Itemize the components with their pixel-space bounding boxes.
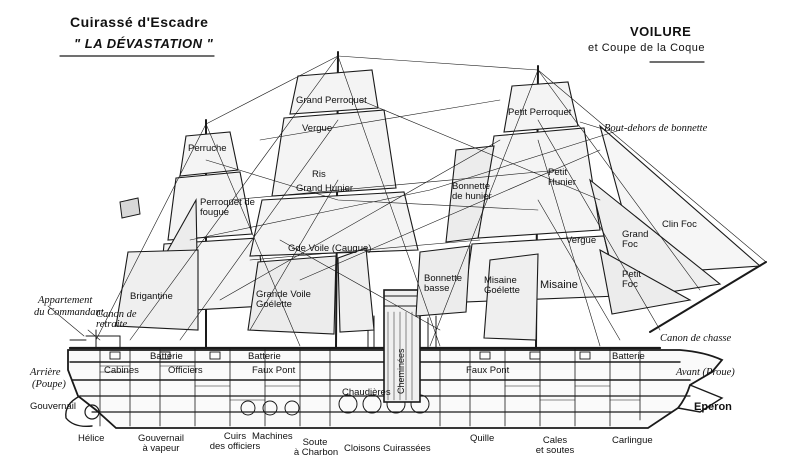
label-canon-retraite: Canon de retraite xyxy=(96,309,137,330)
label-grande-voile: Gde Voile (Caugue) xyxy=(288,243,372,254)
label-carlingue: Carlingue xyxy=(612,435,653,446)
label-petit-hunier: Petit Hunier xyxy=(548,167,576,188)
label-chaudieres: Chaudières xyxy=(342,387,391,398)
bowsprit xyxy=(649,261,767,333)
label-quille: Quille xyxy=(470,433,495,444)
label-batterie-fore: Batterie xyxy=(612,351,645,362)
label-perruche: Perruche xyxy=(188,143,227,154)
label-perroquet-fougue: Perroquet de fougue xyxy=(200,197,255,218)
label-misaine: Misaine xyxy=(540,279,578,291)
label-arriere: Arrière xyxy=(30,367,61,378)
label-canon-chasse: Canon de chasse xyxy=(660,333,732,344)
label-grand-foc: Grand Foc xyxy=(622,229,649,250)
label-grand-perroquet: Grand Perroquet xyxy=(296,95,367,106)
label-cheminee: Cheminées xyxy=(396,348,406,394)
label-batterie-aft: Batterie xyxy=(150,351,183,362)
label-bonnette-basse: Bonnette basse xyxy=(424,273,463,294)
label-bonnette-hunier: Bonnette de hunier xyxy=(452,181,492,202)
label-commandant: du Commandant xyxy=(34,307,104,318)
section-title: VOILURE xyxy=(630,24,692,39)
leader-lines xyxy=(47,121,607,341)
ship-type-title: Cuirassé d'Escadre xyxy=(70,14,209,30)
label-cuirs-2: des officiers xyxy=(209,441,261,452)
label-cuirs-1: Cuirs xyxy=(223,431,247,442)
label-clin-foc: Clin Foc xyxy=(662,219,697,230)
label-helice: Hélice xyxy=(78,433,105,444)
label-vergue-top: Vergue xyxy=(302,123,333,134)
mizzen-sails xyxy=(115,131,267,331)
label-cabines: Cabines xyxy=(104,365,139,376)
label-faux-pont-fore: Faux Pont xyxy=(466,365,510,376)
rigging xyxy=(95,55,767,347)
flag-icon xyxy=(119,197,141,219)
label-faux-pont-aft: Faux Pont xyxy=(252,365,296,376)
label-petit-perroquet: Petit Perroquet xyxy=(508,107,572,118)
label-misaine-goelette: Misaine Goélette xyxy=(484,275,520,296)
label-soute-2: à Charbon xyxy=(293,447,339,458)
ship-name-title: " LA DÉVASTATION " xyxy=(74,36,214,51)
label-gouvernail-vapeur-2: à vapeur xyxy=(142,443,180,454)
section-subtitle: et Coupe de la Coque xyxy=(588,42,706,54)
label-cales-2: et soutes xyxy=(535,445,575,456)
label-grand-hunier: Grand Hunier xyxy=(296,183,354,194)
label-cales-1: Cales xyxy=(542,435,568,446)
label-petit-foc: Petit Foc xyxy=(622,269,642,290)
label-appartement: Appartement xyxy=(38,295,93,306)
label-cloisons: Cloisons Cuirassées xyxy=(344,443,431,454)
label-gouvernail-vapeur-1: Gouvernail xyxy=(138,433,184,444)
fore-sails xyxy=(415,81,619,341)
label-eperon: Eperon xyxy=(694,401,732,413)
label-grande-voile-goelette: Grande Voile Goélette xyxy=(256,289,311,310)
label-bout-dehors: Bout-dehors de bonnette xyxy=(604,123,708,134)
label-ris: Ris xyxy=(312,169,326,180)
label-gouvernail: Gouvernail xyxy=(30,401,76,412)
label-soute-1: Soute xyxy=(302,437,328,448)
label-brigantine: Brigantine xyxy=(130,291,173,302)
label-avant: Avant (Proue) xyxy=(676,367,735,378)
label-batterie-mid: Batterie xyxy=(248,351,281,362)
label-officiers: Officiers xyxy=(168,365,203,376)
label-vergue-fore: Vergue xyxy=(566,235,597,246)
label-machines: Machines xyxy=(252,431,293,442)
label-arriere-sub: (Poupe) xyxy=(32,379,66,390)
